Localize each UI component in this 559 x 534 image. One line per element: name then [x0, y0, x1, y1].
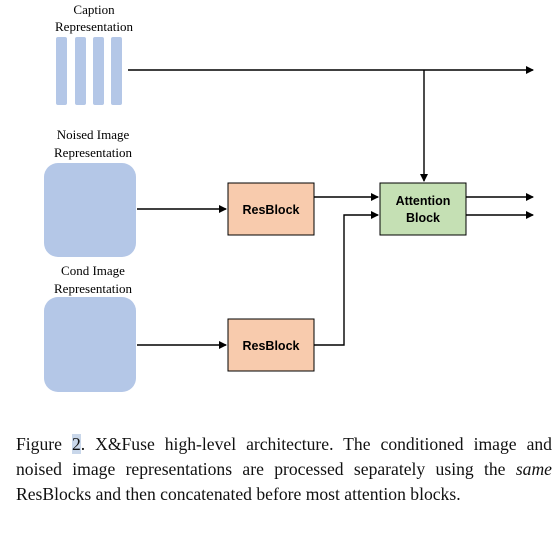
attention-block — [379, 182, 467, 236]
noised-image-representation — [44, 163, 136, 257]
caption-token-bar — [111, 37, 122, 105]
noised-input-label-line2: Representation — [54, 145, 132, 160]
attention-block-label-line2: Block — [406, 211, 440, 225]
cond-image-representation — [44, 297, 136, 392]
caption-representation — [56, 37, 122, 105]
resblock-top-label: ResBlock — [243, 203, 300, 217]
architecture-diagram: Caption Representation Noised Image Repr… — [44, 2, 534, 392]
resblock-top — [227, 182, 315, 236]
resblock-bottom-label: ResBlock — [243, 339, 300, 353]
caption-token-bar — [93, 37, 104, 105]
resblock-bottom-to-attention-arrow — [314, 211, 379, 346]
resblock-bottom — [227, 318, 315, 372]
attention-block-label-line1: Attention — [396, 194, 451, 208]
caption-input-label-line1: Caption — [73, 2, 115, 17]
caption-text-before: . X&Fuse high-level architecture. The co… — [16, 434, 552, 479]
caption-token-bar — [75, 37, 86, 105]
caption-prefix: Figure — [16, 434, 72, 454]
cond-input-label-line1: Cond Image — [61, 263, 125, 278]
figure-number: 2 — [71, 434, 81, 454]
noised-input-label-line1: Noised Image — [57, 127, 130, 142]
caption-token-bar — [56, 37, 67, 105]
caption-input-label-line2: Representation — [55, 19, 133, 34]
caption-text-after: ResBlocks and then concatenated before m… — [16, 484, 461, 504]
caption-italic: same — [515, 459, 552, 479]
cond-input-label-line2: Representation — [54, 281, 132, 296]
figure-caption: Figure 2. X&Fuse high-level architecture… — [16, 432, 552, 507]
